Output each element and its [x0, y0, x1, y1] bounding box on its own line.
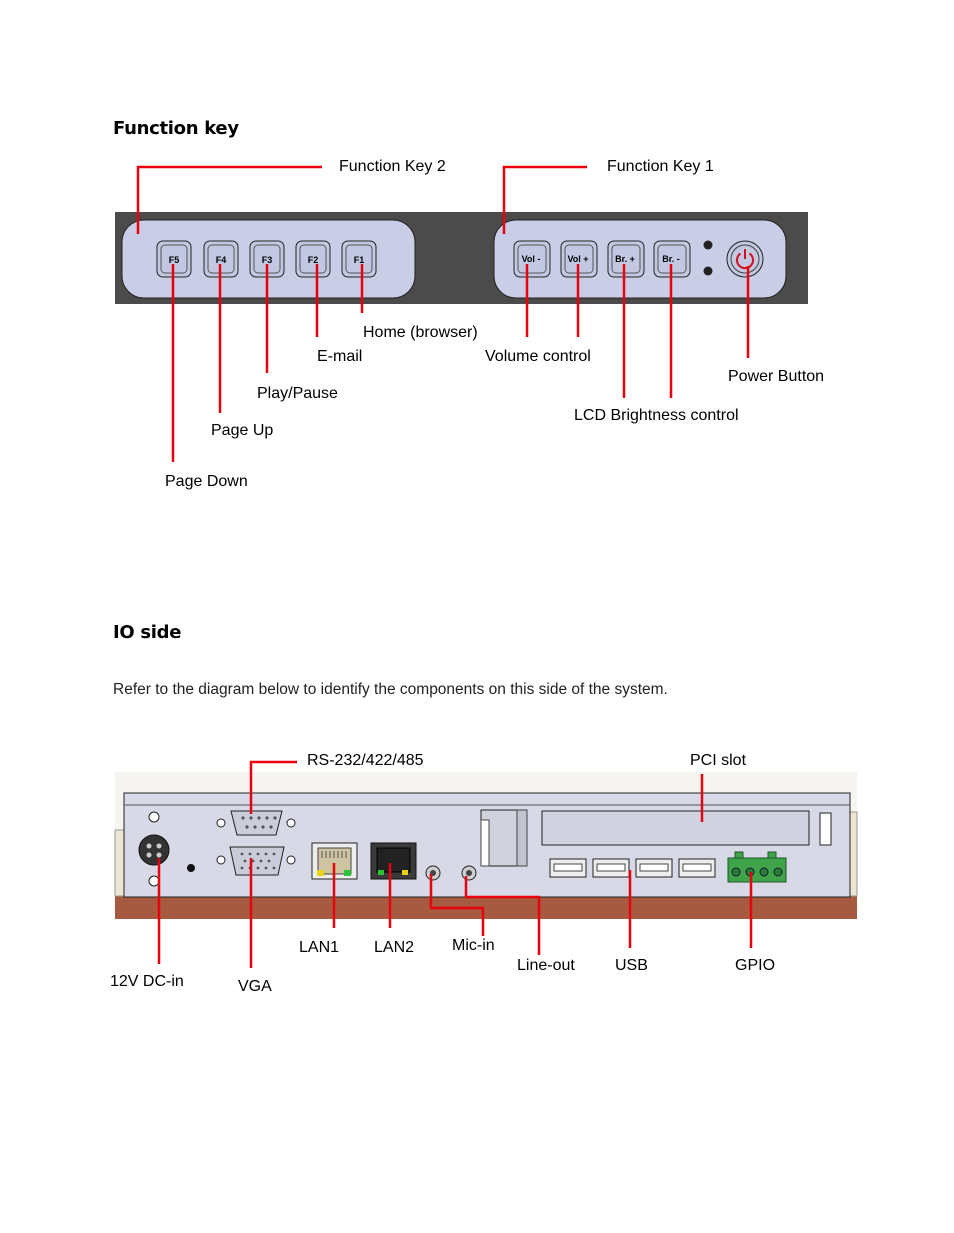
label-volume-control: Volume control	[485, 348, 591, 365]
callout-serial	[249, 760, 297, 814]
serial-port-connector	[216, 810, 296, 836]
io-side-diagram	[114, 760, 858, 968]
key-f1-label: F1	[354, 255, 365, 265]
label-lcd-brightness: LCD Brightness control	[574, 407, 739, 424]
callout-line-out	[464, 876, 541, 955]
chassis-base	[115, 896, 857, 919]
label-lan2: LAN2	[374, 939, 415, 956]
label-lan1: LAN1	[299, 939, 340, 956]
label-pci-slot: PCI slot	[690, 752, 747, 769]
label-rs232: RS-232/422/485	[307, 752, 424, 769]
led-indicator-top	[703, 240, 713, 250]
lan1-port	[311, 842, 358, 880]
mic-in-jack	[425, 865, 441, 881]
key-f2	[295, 240, 331, 278]
key-vol-minus	[513, 240, 551, 278]
label-power-button: Power Button	[728, 368, 825, 385]
io-side-heading: IO side	[113, 622, 182, 643]
vga-port-connector	[216, 846, 296, 876]
key-vol-plus-label: Vol +	[567, 254, 588, 264]
callout-mic-in	[429, 874, 485, 936]
label-line-out: Line-out	[517, 957, 575, 974]
label-play-pause: Play/Pause	[257, 385, 338, 402]
label-mic-in: Mic-in	[452, 937, 495, 954]
key-br-plus	[607, 240, 645, 278]
key-f4-label: F4	[216, 255, 227, 265]
label-function-key-1: Function Key 1	[607, 158, 714, 175]
usb-ports	[549, 858, 716, 878]
pci-slot	[541, 810, 810, 846]
label-vga: VGA	[238, 978, 272, 995]
key-f3-label: F3	[262, 255, 273, 265]
key-br-minus-label: Br. -	[662, 254, 680, 264]
led-indicator-bottom	[703, 266, 713, 276]
label-page-down: Page Down	[165, 473, 248, 490]
callout-function-key-1	[502, 165, 587, 234]
function-key-callouts	[136, 165, 750, 462]
key-f3	[249, 240, 285, 278]
lan2-port	[370, 842, 417, 880]
key-vol-minus-label: Vol -	[522, 254, 541, 264]
callout-function-key-2	[136, 165, 322, 234]
key-br-plus-label: Br. +	[615, 254, 635, 264]
key-f4	[203, 240, 239, 278]
label-email: E-mail	[317, 348, 363, 365]
gpio-terminal-block	[727, 851, 787, 883]
label-dc-in: 12V DC-in	[110, 973, 184, 990]
label-page-up: Page Up	[211, 422, 274, 439]
dc-in-connector	[138, 811, 195, 887]
key-f1	[341, 240, 377, 278]
io-side-description: Refer to the diagram below to identify t…	[113, 681, 668, 698]
key-f2-label: F2	[308, 255, 319, 265]
io-callouts	[157, 760, 753, 968]
label-usb: USB	[615, 957, 648, 974]
label-gpio: GPIO	[735, 957, 776, 974]
card-bracket	[480, 809, 528, 867]
label-home-browser: Home (browser)	[363, 324, 478, 341]
function-key-heading: Function key	[113, 118, 239, 139]
key-f5-label: F5	[169, 255, 180, 265]
line-out-jack	[461, 865, 477, 881]
power-button-icon	[726, 240, 764, 278]
label-function-key-2: Function Key 2	[339, 158, 446, 175]
